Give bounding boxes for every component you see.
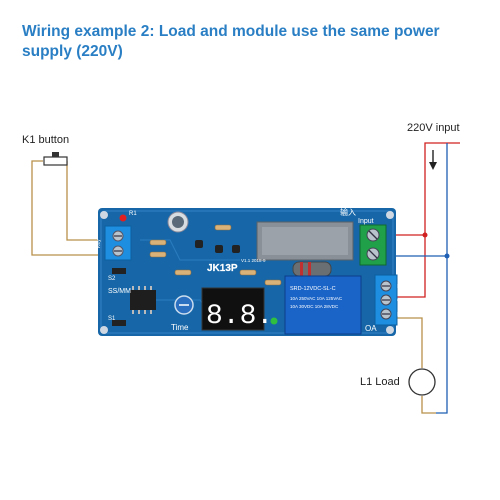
input-220v-label: 220V input [407,122,460,134]
load-wire-return [421,396,436,414]
input-red-wire [372,142,460,236]
junction-red [422,232,428,238]
k1-button-label: K1 button [22,134,70,146]
load-lamp-icon [408,368,436,396]
relay-module-board [98,208,398,336]
term-nc-label: NC [397,284,405,290]
diagram-title: Wiring example 2: Load and module use th… [22,23,440,60]
status-led [270,317,278,325]
input-arrow-icon [429,150,437,170]
seven-segment-display [201,287,265,331]
load-wire-no [396,317,423,368]
term-no-label: NO [397,312,405,318]
input-en-label: Input [358,218,374,225]
display-digits: 8.8. [206,301,273,332]
ic-chip [130,290,156,310]
oa-label: OA [365,324,377,333]
k1-wire-top [66,161,110,241]
s2-label: S2 [108,276,116,282]
relay-text-2: 10A 250VAC 10A 125VAC [290,296,343,301]
board-version-label: V1.1 2018-9 [241,258,266,263]
s1-label: S1 [108,316,116,322]
ssmm-label: SS/MM [108,288,131,295]
l1-load-label: L1 Load [360,376,400,388]
k1-wire-bottom [31,160,110,256]
fuse-resistor [292,261,332,277]
blue-down-wire [436,256,448,414]
term-com-label: COM [397,298,409,304]
relay [284,275,362,335]
relay-text-3: 10A 30VDC 10A 28VDC [290,304,339,309]
k1-button-icon [43,152,68,166]
relay-text-1: SRD-12VDC-SL-C [290,286,336,292]
time-label: Time [171,323,189,332]
junction-blue [444,253,450,259]
input-cn-label: 输入 [340,207,356,217]
power-led [119,214,127,222]
board-model-label: JK13P [207,263,238,274]
key-label: Key [96,239,102,248]
wires [31,142,460,414]
r1-label: R1 [129,211,137,217]
